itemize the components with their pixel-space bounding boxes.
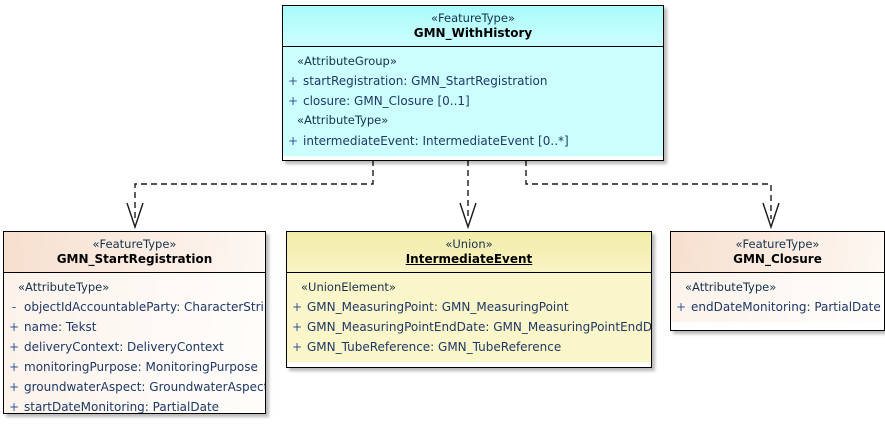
class-name: GMN_StartRegistration <box>56 251 213 266</box>
feature-group-label: «AttributeType» <box>685 280 777 295</box>
class-header-gmn-start-registration: «FeatureType» GMN_StartRegistration <box>4 232 265 274</box>
class-stereotype: «FeatureType» <box>431 11 515 25</box>
attribute-row[interactable]: - objectIdAccountableParty: CharacterStr… <box>4 297 265 317</box>
attribute-label: monitoringPurpose: MonitoringPurpose <box>24 360 258 375</box>
class-name: GMN_WithHistory <box>413 25 533 40</box>
class-box-intermediate-event[interactable]: «Union» IntermediateEvent «UnionElement»… <box>286 231 652 368</box>
feature-group-label: «AttributeType» <box>297 113 389 128</box>
attribute-label: intermediateEvent: IntermediateEvent [0.… <box>303 133 569 148</box>
class-header-gmn-closure: «FeatureType» GMN_Closure <box>671 232 884 274</box>
attribute-label: GMN_MeasuringPoint: GMN_MeasuringPoint <box>307 300 569 315</box>
attribute-label: GMN_TubeReference: GMN_TubeReference <box>307 340 562 355</box>
attribute-row[interactable]: + endDateMonitoring: PartialDate <box>671 297 884 317</box>
class-name: IntermediateEvent <box>405 251 533 266</box>
dependency-to-start-registration <box>126 160 374 230</box>
visibility-marker: + <box>8 400 20 414</box>
class-header-intermediate-event: «Union» IntermediateEvent <box>287 232 651 274</box>
attribute-row[interactable]: + groundwaterAspect: GroundwaterAspect <box>4 377 265 397</box>
visibility-marker: + <box>675 300 687 315</box>
feature-group-label: «AttributeGroup» <box>297 54 397 69</box>
attribute-row[interactable]: + name: Tekst <box>4 317 265 337</box>
attribute-label: GMN_MeasuringPointEndDate: GMN_Measuring… <box>307 320 652 335</box>
class-header-gmn-with-history: «FeatureType» GMN_WithHistory <box>283 6 663 48</box>
attribute-label: name: Tekst <box>24 320 97 335</box>
class-box-gmn-closure[interactable]: «FeatureType» GMN_Closure «AttributeType… <box>670 231 885 331</box>
visibility-marker: + <box>8 360 20 375</box>
attribute-row[interactable]: + deliveryContext: DeliveryContext <box>4 337 265 357</box>
attribute-label: closure: GMN_Closure [0..1] <box>303 94 470 109</box>
class-body-gmn-start-registration: «AttributeType» - objectIdAccountablePar… <box>4 273 265 414</box>
attribute-label: startRegistration: GMN_StartRegistration <box>303 74 548 89</box>
class-box-gmn-with-history[interactable]: «FeatureType» GMN_WithHistory «Attribute… <box>282 5 664 161</box>
attribute-label: groundwaterAspect: GroundwaterAspect <box>24 380 266 395</box>
visibility-marker: + <box>291 320 303 335</box>
class-body-gmn-closure: «AttributeType» + endDateMonitoring: Par… <box>671 273 884 323</box>
class-box-gmn-start-registration[interactable]: «FeatureType» GMN_StartRegistration «Att… <box>3 231 266 414</box>
visibility-marker: + <box>8 320 20 335</box>
attribute-row[interactable]: + startRegistration: GMN_StartRegistrati… <box>283 71 663 91</box>
class-name: GMN_Closure <box>733 251 822 266</box>
visibility-marker: + <box>8 340 20 355</box>
class-body-gmn-with-history: «AttributeGroup» + startRegistration: GM… <box>283 47 663 156</box>
attribute-row[interactable]: + GMN_MeasuringPoint: GMN_MeasuringPoint <box>287 297 651 317</box>
feature-group-label: «AttributeType» <box>18 280 110 295</box>
attribute-row[interactable]: + closure: GMN_Closure [0..1] <box>283 91 663 111</box>
attribute-row[interactable]: + GMN_TubeReference: GMN_TubeReference <box>287 337 651 357</box>
visibility-marker: - <box>11 300 17 315</box>
visibility-marker: + <box>291 300 303 315</box>
visibility-marker: + <box>287 133 299 148</box>
visibility-marker: + <box>287 94 299 109</box>
class-stereotype: «FeatureType» <box>92 237 177 251</box>
class-stereotype: «Union» <box>445 237 493 251</box>
dependency-to-intermediate-event <box>459 160 477 230</box>
class-body-intermediate-event: «UnionElement» + GMN_MeasuringPoint: GMN… <box>287 273 651 363</box>
attribute-label: endDateMonitoring: PartialDate <box>691 300 881 315</box>
visibility-marker: + <box>291 340 303 355</box>
attribute-label: objectIdAccountableParty: CharacterStrin… <box>24 300 266 315</box>
attribute-row[interactable]: + intermediateEvent: IntermediateEvent [… <box>283 131 663 151</box>
class-stereotype: «FeatureType» <box>735 237 820 251</box>
attribute-row[interactable]: + monitoringPurpose: MonitoringPurpose <box>4 357 265 377</box>
dependency-to-closure <box>525 160 780 230</box>
feature-group-label: «UnionElement» <box>301 280 396 295</box>
attribute-label: deliveryContext: DeliveryContext <box>24 340 224 355</box>
attribute-label: startDateMonitoring: PartialDate <box>24 400 220 414</box>
attribute-row[interactable]: + GMN_MeasuringPointEndDate: GMN_Measuri… <box>287 317 651 337</box>
attribute-row[interactable]: + startDateMonitoring: PartialDate <box>4 397 265 414</box>
visibility-marker: + <box>287 74 299 89</box>
visibility-marker: + <box>8 380 20 395</box>
